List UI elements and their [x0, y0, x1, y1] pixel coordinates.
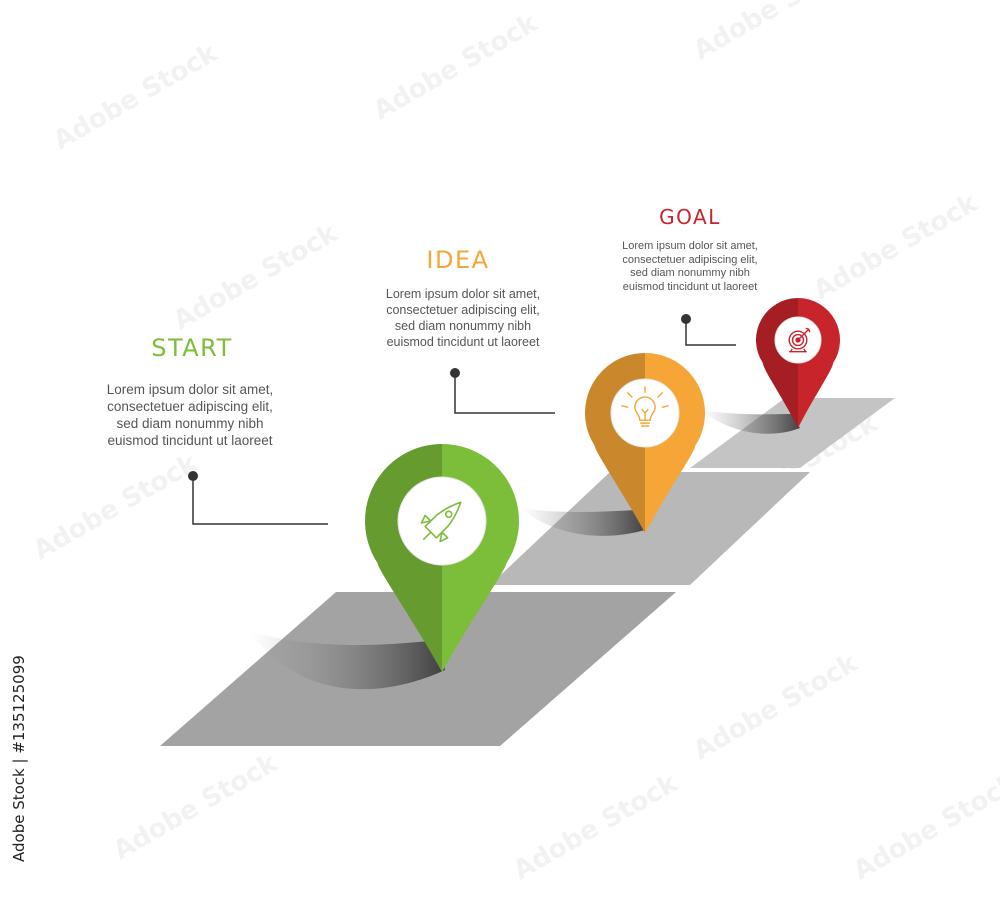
step-desc-start: Lorem ipsum dolor sit amet, consectetuer…	[80, 381, 300, 449]
pin-inner-circle	[397, 476, 487, 566]
watermark-text: Adobe Stock	[509, 768, 684, 886]
watermark-text: Adobe Stock	[809, 188, 984, 306]
road-divider-2	[484, 586, 690, 590]
connector-dot-idea	[450, 368, 460, 378]
desc-line: euismod tincidunt ut laoreet	[107, 433, 273, 448]
lightbulb-icon	[621, 386, 669, 427]
road-segment-2	[490, 472, 810, 585]
connector-goal	[685, 319, 736, 346]
road-segment-3	[690, 398, 895, 468]
desc-line: consectetuer adipiscing elit,	[386, 303, 540, 317]
pin-shadow-goal	[700, 410, 800, 434]
watermark-text: Adobe Stock	[689, 0, 864, 66]
watermark-text: Adobe Stock	[29, 448, 204, 566]
pin-start	[365, 444, 519, 672]
desc-line: consectetuer adipiscing elit,	[622, 253, 758, 266]
watermark-text: Adobe Stock	[849, 768, 1000, 886]
desc-line: Lorem ipsum dolor sit amet,	[622, 240, 758, 252]
connector-dot-start	[188, 471, 198, 481]
watermark-text: Adobe Stock	[109, 748, 284, 866]
connectors	[188, 314, 736, 525]
desc-line: Lorem ipsum dolor sit amet,	[106, 382, 274, 397]
road-divider-3	[684, 469, 804, 472]
pin-goal	[756, 298, 841, 428]
step-title-start: START	[151, 334, 233, 362]
desc-line: consectetuer adipiscing elit,	[107, 399, 273, 414]
rocket-icon	[420, 501, 462, 543]
step-desc-idea: Lorem ipsum dolor sit amet, consectetuer…	[358, 286, 568, 350]
step-title-idea: IDEA	[426, 246, 490, 274]
desc-line: sed diam nonummy nibh	[394, 319, 532, 333]
pin-shadows	[250, 410, 800, 690]
desc-line: sed diam nonummy nibh	[116, 416, 264, 431]
pin-idea	[585, 353, 706, 533]
connector-dot-goal	[681, 314, 691, 324]
pins	[365, 298, 841, 672]
stock-credit: Adobe Stock | #135125099	[10, 655, 28, 862]
desc-line: Lorem ipsum dolor sit amet,	[385, 287, 541, 301]
desc-line: euismod tincidunt ut laoreet	[622, 280, 758, 293]
pin-shadow-start	[250, 632, 445, 690]
connector-start	[192, 476, 328, 525]
watermark-text: Adobe Stock	[49, 38, 224, 156]
step-desc-goal: Lorem ipsum dolor sit amet, consectetuer…	[602, 240, 778, 294]
watermark-text: Adobe Stock	[369, 8, 544, 126]
step-title-goal: GOAL	[659, 205, 721, 229]
desc-line: sed diam nonummy nibh	[630, 267, 750, 279]
watermark-text: Adobe Stock	[689, 648, 864, 766]
target-icon	[788, 327, 811, 353]
desc-line: euismod tincidunt ut laoreet	[386, 335, 540, 349]
pin-shadow-idea	[520, 508, 645, 536]
watermark-text: Adobe Stock	[169, 218, 344, 336]
connector-idea	[454, 373, 555, 414]
